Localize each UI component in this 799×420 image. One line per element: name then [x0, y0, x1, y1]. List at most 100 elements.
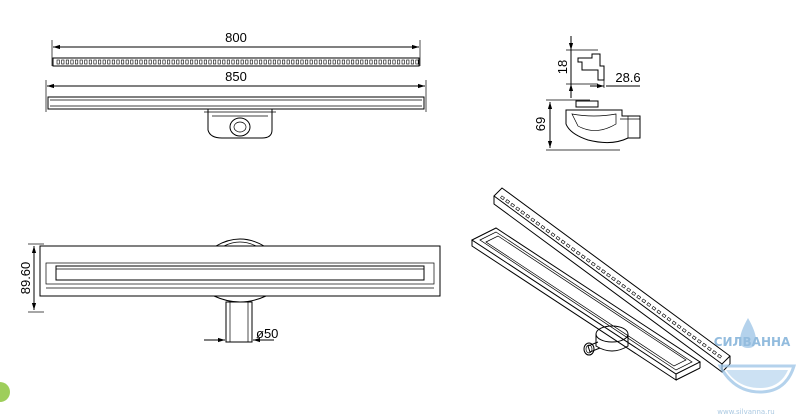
isometric-slot	[616, 280, 622, 285]
channel-side-view: 850	[45, 69, 427, 139]
grate-slot	[65, 59, 69, 65]
bathtub-icon	[717, 364, 797, 394]
grate-slot	[305, 59, 309, 65]
grate-slot	[75, 59, 79, 65]
grate-slot	[259, 59, 263, 65]
grate-slot	[157, 59, 161, 65]
isometric-slot	[525, 213, 531, 219]
isometric-slot	[555, 235, 561, 241]
grate-slot	[125, 59, 129, 65]
isometric-slot	[691, 335, 697, 341]
watermark-brand: СИЛВАННА	[714, 335, 791, 349]
isometric-slot	[646, 302, 652, 307]
grate-slot	[410, 59, 414, 65]
watermark-logo: СИЛВАННА www.silvanna.ru	[714, 318, 797, 416]
isometric-slot	[656, 309, 662, 315]
isometric-slot	[611, 276, 616, 282]
grate-slot	[374, 59, 378, 65]
isometric-slot	[565, 243, 571, 249]
grate-slot	[162, 59, 166, 65]
grate-slot	[392, 59, 396, 65]
grate-slot	[139, 59, 143, 65]
isometric-slot	[717, 353, 722, 359]
isometric-slot	[550, 232, 556, 238]
grate-slot	[93, 59, 97, 65]
isometric-slot	[671, 320, 677, 326]
grate-slot	[291, 59, 295, 65]
grate-slot	[332, 59, 336, 65]
isometric-slot	[651, 305, 657, 311]
isometric-slot	[686, 331, 692, 337]
grate-slot	[194, 59, 198, 65]
grate-slot	[245, 59, 249, 65]
grate-slot	[153, 59, 157, 65]
grate-slot	[341, 59, 345, 65]
grate-slot	[397, 59, 401, 65]
cross-section-view: 18 28.6 69	[533, 36, 641, 151]
grate-slot	[295, 59, 299, 65]
isometric-slot	[600, 269, 606, 274]
grate-slot	[203, 59, 207, 65]
grate-slot	[406, 59, 410, 65]
grate-slot	[70, 59, 74, 65]
isometric-slot	[701, 342, 707, 348]
grate-slot	[130, 59, 134, 65]
isometric-slot	[676, 324, 682, 330]
grate-slot	[185, 59, 189, 65]
grate-slot	[415, 59, 419, 65]
dim-outlet-diameter: ø50	[256, 326, 278, 341]
water-drop-icon	[740, 318, 756, 348]
grate-slot	[88, 59, 92, 65]
grate-slot	[167, 59, 171, 65]
isometric-slot	[661, 313, 667, 319]
grate-slot	[116, 59, 120, 65]
grate-slot	[217, 59, 221, 65]
isometric-slot	[585, 258, 591, 263]
isometric-slot	[590, 261, 596, 267]
grate-slot	[231, 59, 235, 65]
grate-slot	[240, 59, 244, 65]
grate-slot	[199, 59, 203, 65]
grate-slot	[98, 59, 102, 65]
isometric-slot	[621, 283, 627, 289]
isometric-slot	[681, 328, 687, 333]
grate-slot	[369, 59, 373, 65]
dim-front-height: 89.60	[18, 262, 33, 295]
isometric-slot	[575, 250, 581, 256]
isometric-slot	[696, 339, 702, 344]
isometric-slot	[515, 206, 521, 212]
isometric-slot	[500, 195, 505, 201]
grate-slots	[56, 59, 419, 65]
grate-slot	[387, 59, 391, 65]
dim-side-width: 28.6	[615, 70, 640, 85]
isometric-slot	[540, 224, 546, 230]
grate-slot	[56, 59, 60, 65]
grate-slot	[102, 59, 106, 65]
grate-slot	[318, 59, 322, 65]
grate-slot	[272, 59, 276, 65]
grate-slot	[286, 59, 290, 65]
grate-slot	[226, 59, 230, 65]
grate-slot	[401, 59, 405, 65]
grate-slot	[355, 59, 359, 65]
isometric-slot	[631, 291, 637, 296]
grate-slot	[364, 59, 368, 65]
isometric-slot	[706, 346, 712, 352]
dim-total-height: 69	[533, 117, 548, 131]
isometric-slot	[606, 272, 611, 278]
grate-slot	[213, 59, 217, 65]
grate-slot	[328, 59, 332, 65]
grate-slot	[111, 59, 115, 65]
watermark-url: www.silvanna.ru	[717, 408, 774, 416]
grate-slot	[383, 59, 387, 65]
dim-grate-length: 800	[225, 30, 247, 45]
grate-slot	[300, 59, 304, 65]
isometric-slot	[510, 202, 516, 208]
grate-slot	[254, 59, 258, 65]
grate-slot	[337, 59, 341, 65]
isometric-slot	[570, 247, 576, 252]
grate-slot	[222, 59, 226, 65]
isometric-slot	[520, 210, 526, 215]
isometric-slot	[545, 228, 551, 234]
